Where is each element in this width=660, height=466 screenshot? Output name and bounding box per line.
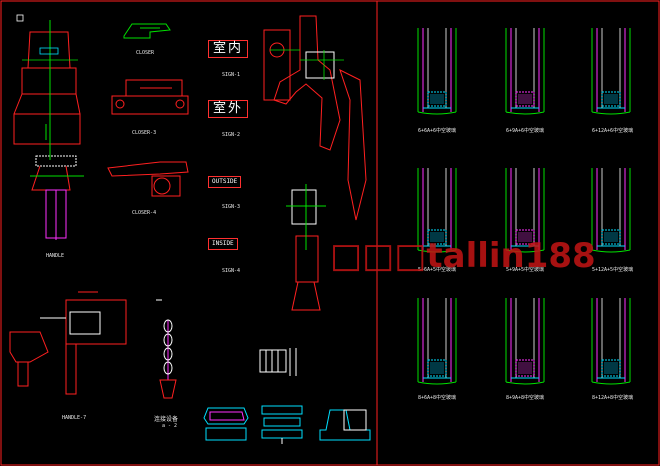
profile-center [261, 405, 303, 444]
handle-drawing [13, 20, 84, 240]
glazing-section [591, 168, 631, 253]
label-closer: CLOSER [136, 50, 155, 56]
closer-arm [107, 161, 189, 197]
sign-outdoor-box: 室外 [208, 100, 249, 118]
watermark: □□□tallin188 [330, 236, 596, 276]
sign-inside-code: SIGN-4 [222, 268, 241, 274]
glazing-section [505, 168, 545, 253]
chain-sub: a - 2 [162, 423, 178, 429]
corner-mark [16, 14, 24, 22]
glazing-section [591, 28, 631, 115]
sign-outside-box: OUTSIDE [208, 176, 242, 188]
hinge-hardware [286, 184, 326, 311]
glazing-section [505, 298, 545, 385]
profile-right [319, 409, 371, 441]
glazing-section [417, 168, 457, 253]
glazing-section [591, 298, 631, 385]
label-handle: HANDLE [46, 253, 65, 259]
glazing-label-5: 5+9A+5中空玻璃 [506, 267, 545, 273]
sign-indoor-box: 室内 [208, 40, 249, 58]
glazing-sections [417, 28, 631, 385]
glazing-label-4: 5+6A+5中空玻璃 [418, 267, 457, 273]
glazing-label-9: 8+12A+8中空玻璃 [592, 395, 634, 401]
chain-drawing [156, 299, 177, 399]
glazing-section [417, 28, 457, 115]
handle-axes [270, 49, 344, 80]
closer-body [111, 79, 189, 115]
glazing-label-1: 6+6A+6中空玻璃 [418, 128, 457, 134]
label-closer-4: CLOSER-4 [132, 210, 157, 216]
glazing-label-3: 6+12A+6中空玻璃 [592, 128, 634, 134]
label-handle-7: HANDLE-7 [62, 415, 87, 421]
label-closer-3: CLOSER-3 [132, 130, 157, 136]
window-handle [263, 15, 367, 221]
profile-magenta [209, 411, 245, 421]
fence-icon [259, 348, 297, 376]
glazing-section [417, 298, 457, 385]
sign-outdoor-code: SIGN-2 [222, 132, 241, 138]
handle-7 [9, 291, 127, 395]
closer-green [123, 23, 171, 39]
sign-outside-code: SIGN-3 [222, 204, 241, 210]
handle-detail [22, 47, 78, 61]
glazing-section [505, 28, 545, 115]
glazing-label-7: 8+6A+8中空玻璃 [418, 395, 457, 401]
glazing-label-6: 5+12A+5中空玻璃 [592, 267, 634, 273]
sign-inside-box: INSIDE [208, 238, 238, 250]
profile-cyan [203, 407, 249, 441]
glazing-label-2: 6+9A+6中空玻璃 [506, 128, 545, 134]
sign-indoor-code: SIGN-1 [222, 72, 241, 78]
chain-label: 连接设备 [154, 416, 179, 423]
glazing-label-8: 8+9A+8中空玻璃 [506, 395, 545, 401]
